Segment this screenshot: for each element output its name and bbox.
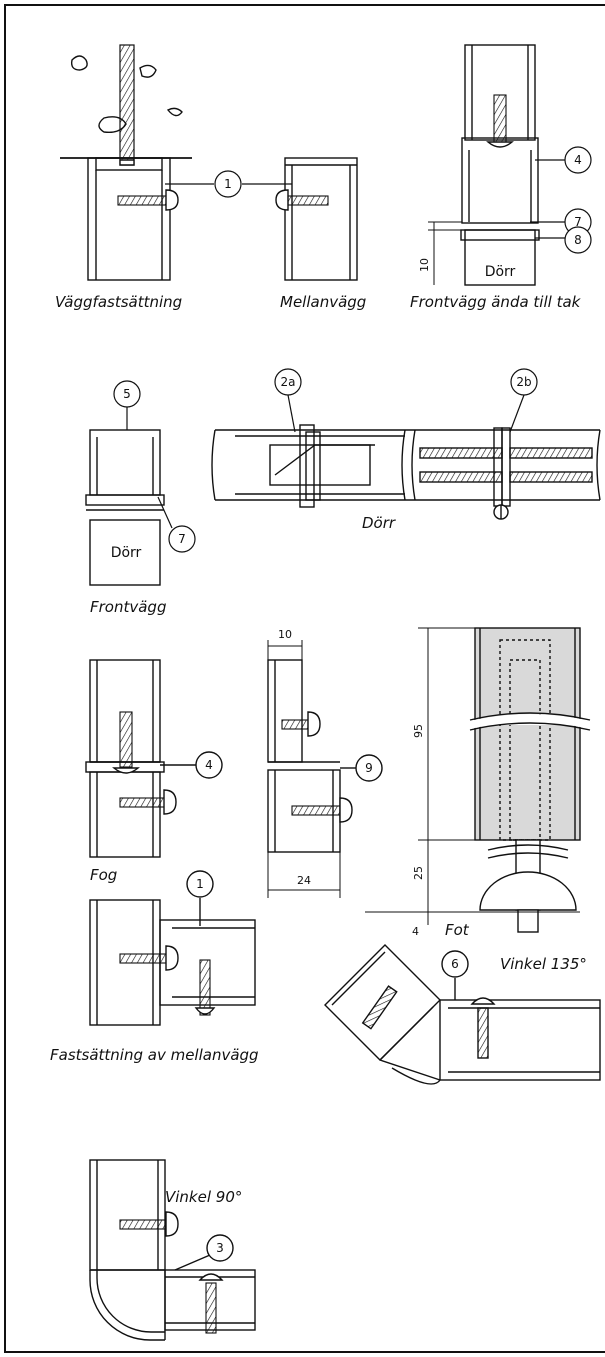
callout-2a-label: 2a [281, 375, 296, 389]
height-4-label: 4 [412, 925, 419, 938]
foot-caption: Fot [445, 921, 470, 939]
joint-figure [85, 659, 223, 858]
callout-1-top [165, 170, 292, 198]
width-10-label: 10 [278, 628, 292, 641]
profile-9-figure [267, 659, 383, 853]
joint-caption: Fog [90, 866, 117, 884]
height-95-label: 95 [412, 724, 425, 738]
wall-mount-figure [60, 44, 192, 281]
front-to-ceiling-figure [460, 44, 540, 286]
door-hinge-figure [211, 424, 601, 520]
callout-7-lower-label: 7 [178, 532, 186, 546]
gap-10-label: 10 [418, 258, 431, 272]
callouts-door [274, 368, 538, 433]
partition-mount-caption: Fastsättning av mellanvägg [50, 1046, 259, 1064]
profile-9-dimensions [267, 640, 341, 898]
callout-4-lower-label: 4 [205, 758, 213, 772]
foot-dimensions [365, 627, 580, 925]
sheet-border [4, 4, 605, 1353]
angle-135-figure [324, 944, 601, 1085]
callout-3-label: 3 [216, 1241, 224, 1255]
angle-90-figure [89, 1159, 256, 1341]
callout-5-label: 5 [123, 387, 131, 401]
front-wall-figure [85, 429, 165, 586]
callout-8-label: 8 [574, 233, 582, 247]
callout-4-top-label: 4 [574, 153, 582, 167]
door-label-small: Dörr [111, 545, 142, 561]
callout-1-lower-label: 1 [196, 877, 204, 891]
door-caption: Dörr [362, 514, 396, 532]
wall-mount-caption: Väggfastsättning [55, 293, 182, 311]
height-25-label: 25 [412, 866, 425, 880]
angle-90-caption: Vinkel 90° [165, 1188, 242, 1206]
gap-dimension [428, 221, 462, 285]
width-24-label: 24 [297, 874, 311, 887]
callout-2b-label: 2b [516, 375, 531, 389]
callout-1-top-label: 1 [224, 177, 232, 191]
partition-caption: Mellanvägg [280, 293, 366, 311]
partition-mount-figure [89, 870, 256, 1026]
callout-6-label: 6 [451, 957, 459, 971]
front-wall-caption: Frontvägg [90, 598, 166, 616]
angle-135-caption: Vinkel 135° [500, 955, 587, 973]
callouts-front-ceiling [530, 146, 592, 254]
callout-9-label: 9 [365, 761, 373, 775]
callout-7-top-label: 7 [574, 215, 582, 229]
partition-figure [275, 157, 358, 281]
callouts-front-wall [113, 380, 196, 553]
foot-figure [469, 627, 591, 933]
front-to-ceiling-caption: Frontvägg ända till tak [410, 293, 582, 311]
door-label-front: Dörr [485, 264, 516, 280]
